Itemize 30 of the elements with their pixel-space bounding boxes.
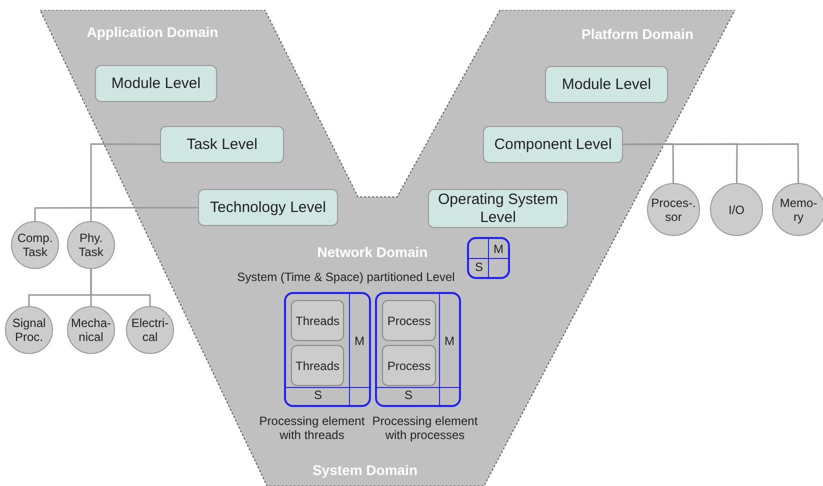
- level-box: Operating System Level: [428, 189, 568, 228]
- domain-title: Platform Domain: [580, 25, 694, 44]
- task-box: Threads: [291, 345, 344, 386]
- level-box: Module Level: [95, 65, 217, 102]
- scheduler-label: S: [312, 387, 323, 404]
- scheduler-label: S: [403, 387, 414, 404]
- level-box: Technology Level: [198, 189, 338, 226]
- processing-element-box: [284, 292, 371, 407]
- level-label: System (Time & Space) partitioned Level: [236, 269, 456, 286]
- level-box: Module Level: [545, 66, 668, 103]
- connector-line: [623, 143, 800, 183]
- level-box: Task Level: [160, 126, 284, 163]
- memory-key-box: [467, 237, 510, 279]
- element-caption: Processing element with processes: [371, 414, 479, 442]
- connector-line: [90, 269, 151, 306]
- processing-element-box: [375, 292, 461, 407]
- domain-title: Network Domain: [316, 243, 429, 262]
- task-box: Threads: [291, 300, 344, 341]
- memory-label: M: [492, 241, 504, 258]
- domain-title: Application Domain: [86, 23, 220, 42]
- domain-title: System Domain: [311, 461, 419, 480]
- level-box: Component Level: [483, 126, 623, 163]
- scheduler-label: S: [474, 259, 484, 276]
- memory-label: M: [444, 333, 456, 350]
- connector-line: [34, 206, 198, 221]
- task-box: Process: [382, 300, 436, 341]
- connector-line: [90, 143, 160, 221]
- element-caption: Processing element with threads: [258, 414, 366, 442]
- memory-label: M: [354, 333, 366, 350]
- task-box: Process: [382, 345, 436, 386]
